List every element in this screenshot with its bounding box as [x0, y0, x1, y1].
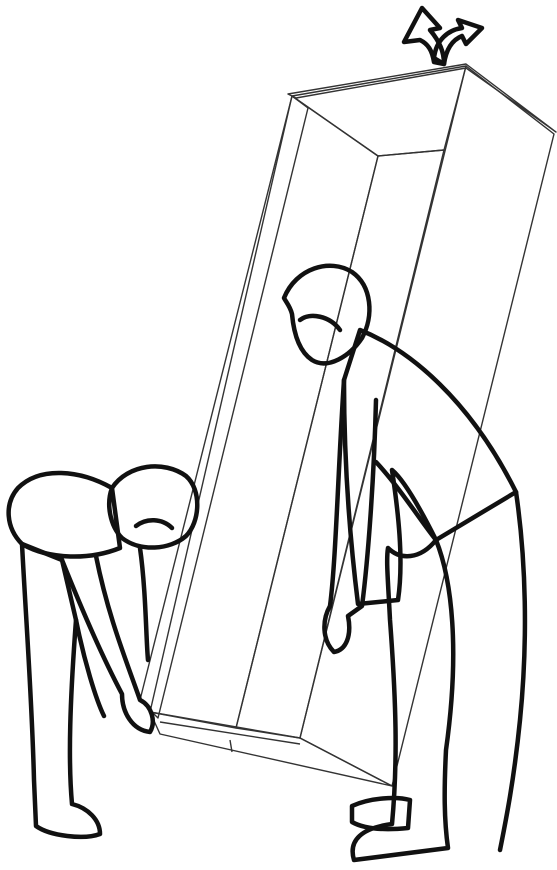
bending-person-legs	[22, 544, 100, 837]
bending-person-head	[109, 466, 197, 547]
cabinet-right-face	[300, 66, 554, 786]
standing-person-torso	[344, 330, 516, 604]
person-bending	[9, 466, 198, 836]
standing-person-legs	[353, 540, 454, 860]
rotate-arrow-icon	[404, 8, 482, 64]
cabinet-top-cavity	[292, 66, 466, 156]
wardrobe-cabinet	[140, 64, 556, 786]
cabinet-bottom-plinth	[150, 712, 392, 786]
person-standing	[284, 266, 525, 860]
standing-person-head	[284, 266, 369, 364]
cabinet-left-face	[140, 96, 308, 718]
